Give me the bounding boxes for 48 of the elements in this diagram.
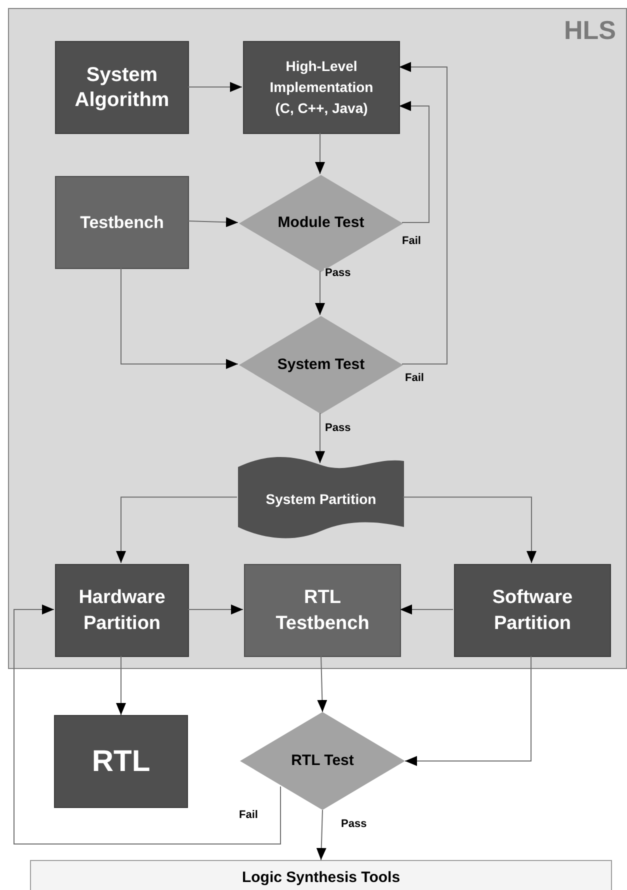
node-label: System Algorithm <box>74 62 170 112</box>
node-label: Hardware Partition <box>78 586 166 636</box>
edge-label: Pass <box>324 423 352 434</box>
arrow <box>398 101 430 223</box>
document-shape <box>238 457 404 541</box>
edge-label: Fail <box>401 236 422 247</box>
node-label: RTL <box>92 744 150 780</box>
arrow <box>317 656 328 712</box>
node-label: Software Partition <box>491 586 574 636</box>
process-box <box>55 41 189 134</box>
arrow <box>402 496 536 564</box>
region-title: HLS <box>564 15 616 45</box>
arrow <box>188 604 244 614</box>
node-label: High-Level Implementation (C, C++, Java) <box>268 57 374 118</box>
process-box <box>30 860 612 890</box>
process-box <box>454 564 611 657</box>
arrow <box>116 656 126 716</box>
arrow <box>316 810 326 860</box>
arrow <box>14 604 281 844</box>
node-label: RTL Test <box>291 750 354 771</box>
arrow <box>315 132 325 174</box>
node-label: System Test <box>277 354 365 375</box>
arrow <box>116 496 238 564</box>
arrow <box>120 268 238 369</box>
arrow <box>188 217 238 228</box>
arrow <box>315 412 325 464</box>
process-box <box>55 176 189 269</box>
arrow <box>398 62 448 364</box>
arrow <box>400 604 454 614</box>
node-label: System Partition <box>266 490 376 509</box>
decision-diamond <box>240 712 405 810</box>
process-box <box>54 715 188 808</box>
decision-diamond <box>239 316 403 414</box>
process-box <box>244 564 401 657</box>
node-label: Module Test <box>278 213 364 234</box>
node-label: Logic Synthesis Tools <box>242 869 400 886</box>
edge-label: Pass <box>324 268 352 279</box>
process-box <box>55 564 189 657</box>
edge-label: Fail <box>404 373 425 384</box>
arrow <box>404 656 532 766</box>
edge-label: Fail <box>238 810 259 821</box>
process-box <box>243 41 400 134</box>
arrow <box>188 82 242 92</box>
node-label: Testbench <box>80 212 164 234</box>
arrow <box>315 270 325 316</box>
node-label: RTL Testbench <box>274 586 370 636</box>
edge-label: Pass <box>340 819 368 830</box>
hls-region <box>8 8 627 669</box>
